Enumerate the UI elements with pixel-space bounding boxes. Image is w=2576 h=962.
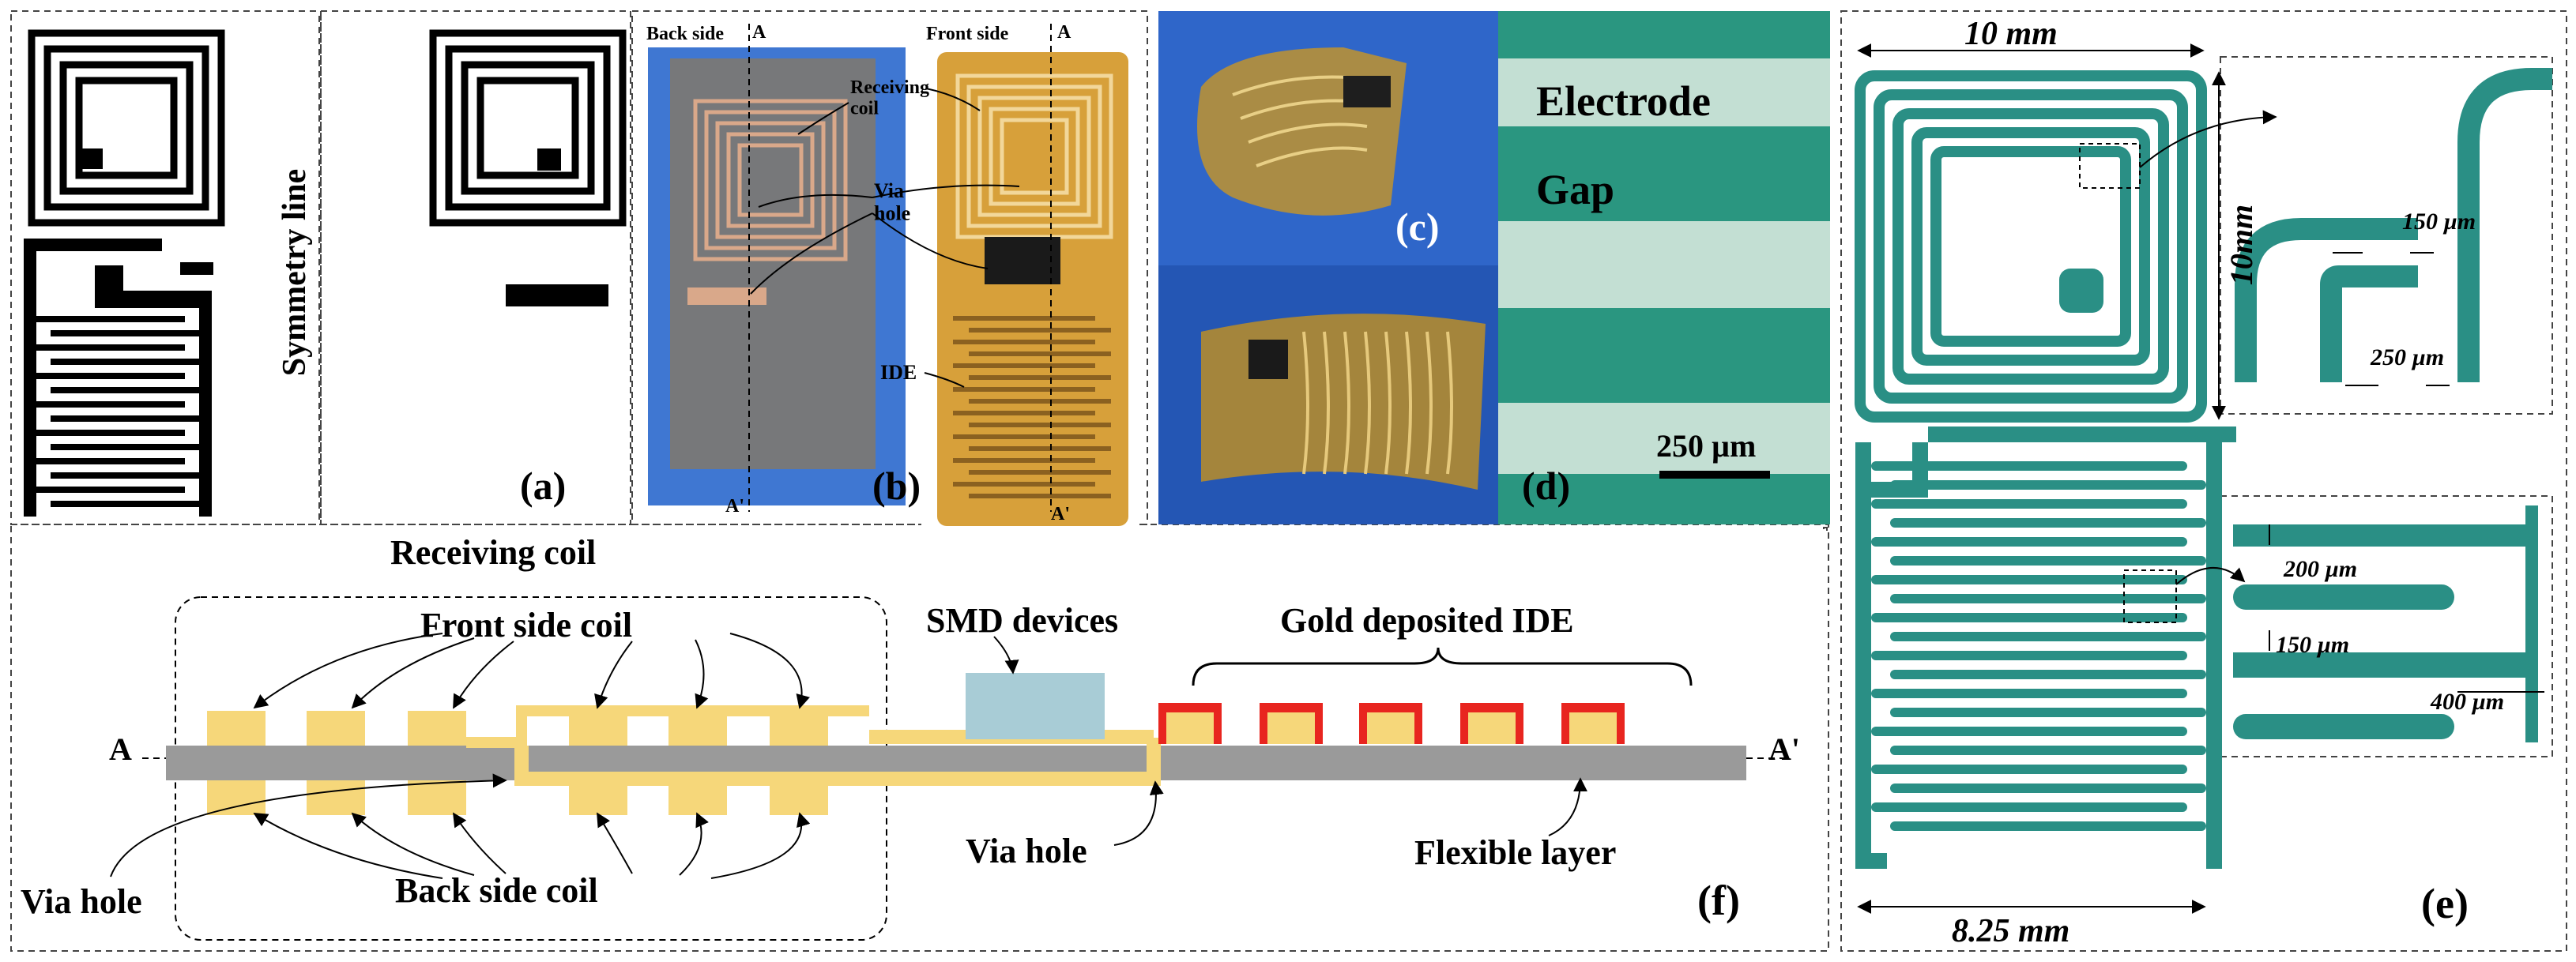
panel-frames (10, 10, 2567, 952)
dim-250um-coil: 250 µm (2370, 344, 2444, 370)
panel-a-right-frame (320, 10, 631, 525)
panel-b: Back side Front side A A A' A' Receiving… (646, 22, 1136, 537)
section-a-back: A (752, 22, 766, 43)
section-a-prime-back: A' (725, 496, 744, 517)
back-side-coil (693, 99, 848, 261)
layout-coil (1855, 70, 2207, 423)
smd-components-photo (985, 237, 1060, 284)
back-side-coil-label: Back side coil (395, 871, 598, 910)
dim-150um-ide: 150 µm (2276, 632, 2349, 658)
dimension-arrows (1857, 43, 2226, 914)
gold-ide-label: Gold deposited IDE (1280, 601, 1574, 640)
zoom-coil-corner (2235, 68, 2552, 382)
via-trace-right (506, 284, 608, 306)
front-side-coil-label: Front side coil (420, 606, 632, 644)
scale-bar (1659, 471, 1770, 479)
section-a-front: A (1057, 22, 1071, 43)
panel-f: Receiving coil Front side coil Back side… (21, 533, 1800, 941)
ide-pattern-left (24, 239, 213, 517)
front-side-board (937, 52, 1128, 526)
ide-brace (1192, 647, 1693, 686)
electrode-band (1498, 308, 1830, 403)
panel-c-tag: (c) (1395, 205, 1440, 249)
smd-device (966, 673, 1105, 739)
callout-arrows (110, 636, 1587, 877)
layout-ide (1855, 427, 2236, 869)
section-a-label: A (109, 731, 132, 767)
flexible-layer-label: Flexible layer (1414, 833, 1616, 872)
panel-d: Electrode Gap 250 µm (d) (1498, 11, 1830, 524)
receiving-coil-heading: Receiving coil (390, 533, 596, 572)
via-hole-left-label: Via hole (21, 882, 142, 921)
front-side-label: Front side (926, 24, 1009, 44)
dim-height: 10mm (2224, 205, 2259, 285)
layout-ide-fingers (1871, 461, 2206, 831)
coil-pattern-right (429, 29, 627, 227)
coil-pattern-left (28, 29, 225, 227)
dim-150um-coil: 150 µm (2402, 209, 2476, 235)
dim-400um-ide: 400 µm (2430, 689, 2504, 715)
coil-pad-left (81, 148, 103, 169)
panel-b-tag: (b) (872, 464, 921, 508)
dimension-ticks (2269, 252, 2544, 693)
back-side-trace (687, 287, 766, 305)
section-a-prime-front: A' (1051, 504, 1070, 524)
panel-c: (c) (1158, 11, 1498, 524)
front-coil-arrows (253, 633, 810, 709)
gold-ide-fingers (1158, 703, 1625, 744)
dim-width: 10 mm (1964, 16, 2058, 52)
section-a-prime-label: A' (1768, 731, 1800, 767)
panel-e: 10 mm 10mm 8.25 mm 150 µm 250 µm 200 µm … (1855, 16, 2552, 949)
ide-fingers-left (36, 316, 199, 507)
coil-pad-right (537, 148, 561, 171)
dim-200um-ide: 200 µm (2283, 556, 2357, 582)
panel-a: Symmetry line (a) (24, 16, 627, 521)
panel-a-tag: (a) (520, 464, 566, 508)
back-coil-arrows (253, 812, 811, 879)
panel-f-tag: (f) (1697, 877, 1740, 924)
front-side-ide (953, 316, 1111, 498)
zoom-callouts (2079, 143, 2177, 623)
via-hole-mid-label: Via hole (966, 832, 1087, 870)
panel-e-frame (1840, 10, 2567, 952)
microscope-image (1498, 11, 1830, 524)
panel-d-tag: (d) (1522, 464, 1570, 508)
ide-label: IDE (880, 361, 917, 384)
back-side-label: Back side (646, 24, 724, 44)
smd-devices-label: SMD devices (926, 601, 1118, 640)
zoom-ide-fingers (2233, 505, 2538, 742)
panel-b-leader-lines (750, 88, 1020, 388)
panel-e-tag: (e) (2421, 880, 2469, 927)
electrode-label: Electrode (1536, 77, 1711, 125)
panel-f-frame (10, 524, 1829, 952)
symmetry-line-label: Symmetry line (277, 169, 313, 376)
dim-ide-width: 8.25 mm (1952, 913, 2069, 949)
electrode-band (1498, 126, 1830, 221)
coil-turns (207, 711, 828, 815)
scale-bar-label: 250 µm (1656, 428, 1756, 464)
back-side-board (670, 58, 876, 469)
gap-label: Gap (1536, 166, 1614, 213)
